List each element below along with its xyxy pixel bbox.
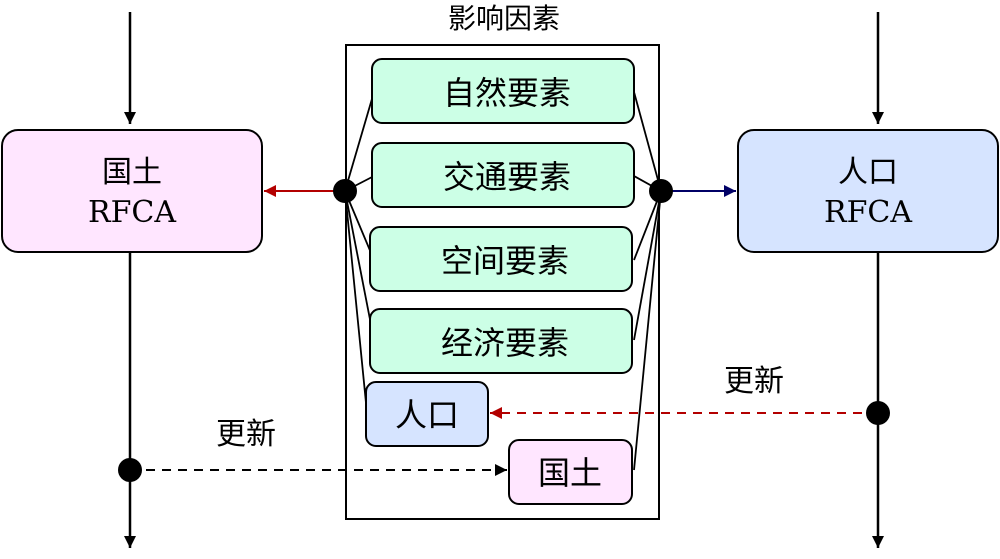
land-small-node: 国土 <box>508 439 633 505</box>
right-junction-dot <box>649 179 673 203</box>
factor-natural-label: 自然要素 <box>443 74 571 112</box>
factor-economy-label: 经济要素 <box>441 324 569 362</box>
pop-small-label: 人口 <box>395 396 459 434</box>
land-small-label: 国土 <box>538 454 602 492</box>
pop-small-box <box>365 381 489 447</box>
left-junction-dot <box>333 179 357 203</box>
factor-natural: 自然要素 <box>371 58 635 124</box>
land-rfca-box <box>1 129 263 253</box>
land-rfca-node: 国土 RFCA <box>1 129 263 253</box>
land-update-dot <box>118 458 142 482</box>
pop-rfca-node: 人口 RFCA <box>737 129 999 253</box>
factor-space: 空间要素 <box>369 226 633 292</box>
factor-space-label: 空间要素 <box>441 242 569 280</box>
factor-transport: 交通要素 <box>371 142 635 208</box>
pop-rfca-box <box>737 129 999 253</box>
land-update-label: 更新 <box>216 417 276 452</box>
land-rfca-sublabel: RFCA <box>88 195 176 230</box>
land-rfca-label: 国土 <box>102 155 162 190</box>
factors-title: 影响因素 <box>448 2 560 35</box>
pop-rfca-sublabel: RFCA <box>824 195 912 230</box>
pop-update-label: 更新 <box>724 364 784 399</box>
right-fan-lines <box>633 91 662 471</box>
land-small-box <box>508 439 633 505</box>
factors-container <box>345 44 660 520</box>
pop-update-dot <box>866 401 890 425</box>
pop-small-node: 人口 <box>365 381 489 447</box>
factor-economy: 经济要素 <box>369 308 633 374</box>
factor-transport-box <box>371 142 635 208</box>
left-fan-lines <box>344 91 375 414</box>
factor-transport-label: 交通要素 <box>443 158 571 196</box>
factor-economy-box <box>369 308 633 374</box>
pop-rfca-label: 人口 <box>838 155 898 190</box>
factor-space-box <box>369 226 633 292</box>
factor-natural-box <box>371 58 635 124</box>
